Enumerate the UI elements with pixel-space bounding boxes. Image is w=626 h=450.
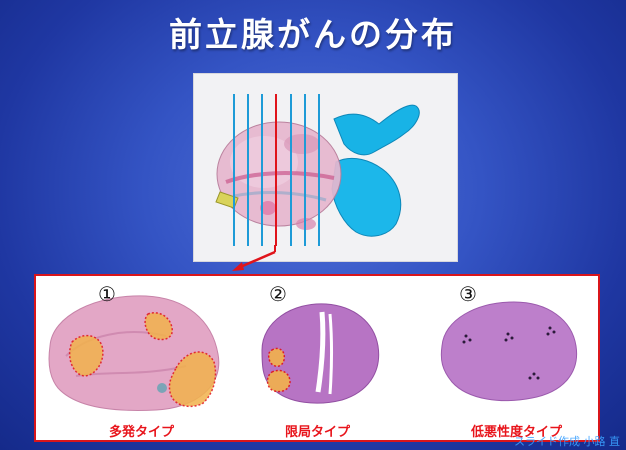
seminal-vesicle-lower bbox=[332, 158, 401, 236]
tumor-focus bbox=[269, 348, 285, 366]
specimen-2-label: 限局タイプ bbox=[285, 421, 350, 440]
specimen-comparison-box: ① ② ③ 多発タイプ 限局タイプ 低悪性度タイプ bbox=[34, 274, 600, 442]
specimen-1-label: 多発タイプ bbox=[109, 421, 174, 440]
specimen-3-number: ③ bbox=[459, 282, 477, 306]
histology-sections bbox=[36, 276, 598, 440]
specimen-1-section bbox=[49, 296, 219, 411]
slide-title: 前立腺がんの分布 bbox=[0, 8, 626, 56]
specimen-2-number: ② bbox=[269, 282, 287, 306]
slide-credit: スライド作成 小路 直 bbox=[514, 433, 620, 449]
prostate-model-panel bbox=[193, 73, 458, 262]
seminal-vesicle-upper bbox=[334, 105, 419, 155]
specimen-1-number: ① bbox=[98, 282, 116, 306]
specimen-3-section bbox=[441, 302, 576, 401]
tumor-focus bbox=[268, 370, 291, 391]
prostate-3d-model-icon bbox=[194, 74, 457, 261]
specimen-2-section bbox=[262, 304, 379, 403]
